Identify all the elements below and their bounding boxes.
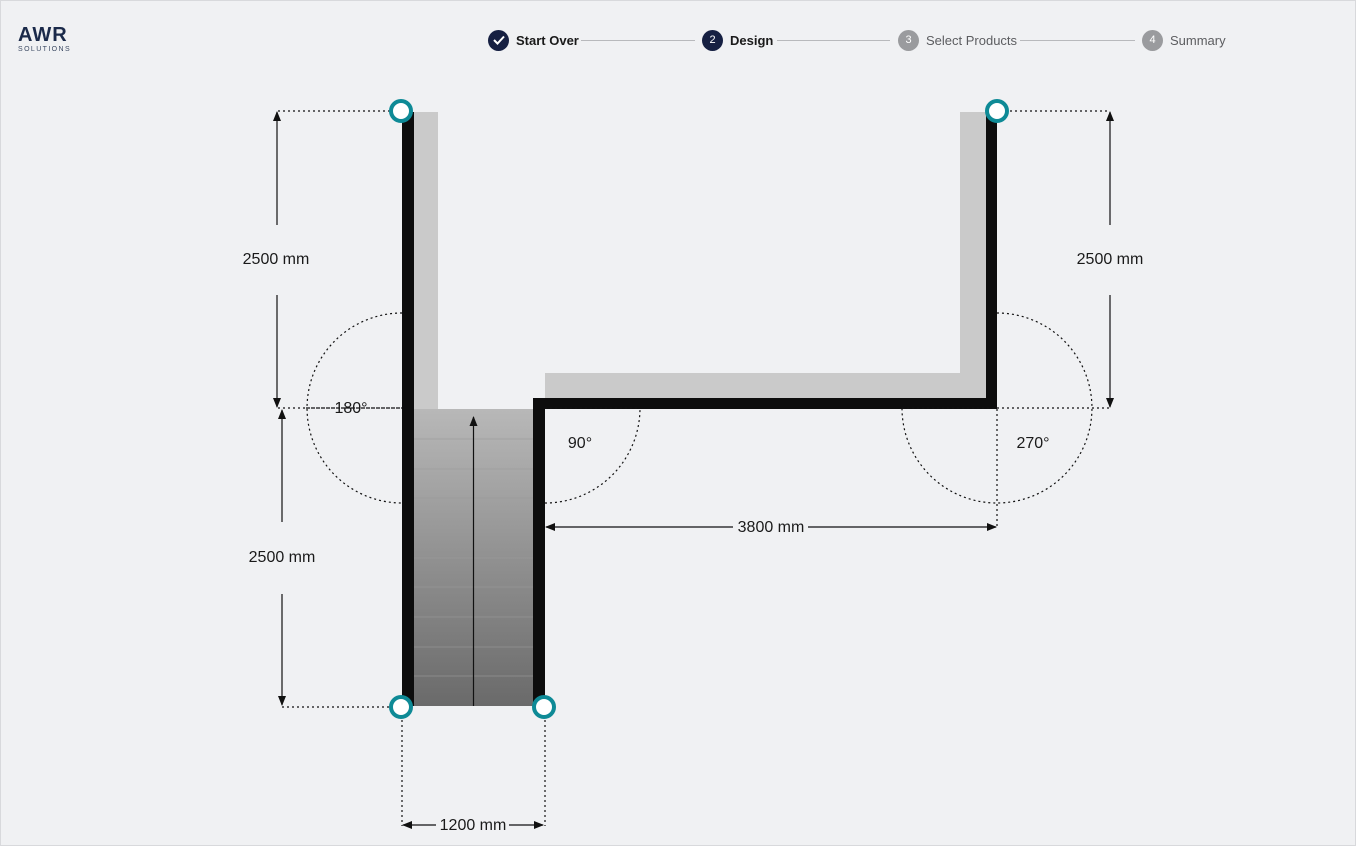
dimension-left-upper[interactable]: 2500 mm [243, 251, 310, 268]
wizard-stepper: Start Over 2 Design 3 Select Products 4 … [0, 0, 1356, 80]
corner-handle-bottom-right[interactable] [532, 695, 556, 719]
dimension-arrows [273, 111, 1114, 829]
step-number: 4 [1142, 29, 1163, 51]
step-start-over[interactable]: Start Over [488, 29, 579, 51]
step-label: Start Over [516, 32, 579, 48]
angle-left[interactable]: 180° [334, 400, 367, 417]
step-label: Select Products [926, 32, 1018, 48]
logo-wordmark: AWR [18, 24, 68, 46]
extension-lines [278, 110, 1110, 826]
corner-handle-bottom-left[interactable] [389, 695, 413, 719]
step-number: 2 [702, 29, 723, 51]
wall-outline[interactable] [402, 112, 997, 706]
corner-handle-top-right[interactable] [985, 99, 1009, 123]
dimension-left-lower[interactable]: 2500 mm [249, 549, 316, 566]
wall-shadow-right [960, 112, 986, 374]
step-number: 3 [898, 29, 919, 51]
awr-logo[interactable]: AWR SOLUTIONS [18, 24, 78, 54]
logo-subtitle: SOLUTIONS [18, 46, 72, 53]
dimension-right-upper[interactable]: 2500 mm [1077, 251, 1144, 268]
stepper-connector [777, 40, 890, 41]
stepper-connector [1020, 40, 1135, 41]
wall-shadow-middle [545, 373, 986, 398]
step-label: Summary [1170, 32, 1226, 48]
step-select-products[interactable]: 3 Select Products [898, 29, 1017, 51]
stepper-connector [581, 40, 695, 41]
step-design[interactable]: 2 Design [702, 29, 773, 51]
dimension-bottom-width[interactable]: 1200 mm [440, 817, 507, 834]
stair-flight[interactable] [414, 409, 533, 706]
dimension-middle-span[interactable]: 3800 mm [738, 519, 805, 536]
wall-shadow-left [414, 112, 438, 409]
corner-handle-top-left[interactable] [389, 99, 413, 123]
step-label: Design [730, 32, 774, 48]
step-summary[interactable]: 4 Summary [1142, 29, 1226, 51]
checkmark-icon [488, 29, 509, 51]
angle-right[interactable]: 270° [1016, 435, 1049, 452]
angle-middle[interactable]: 90° [568, 435, 592, 452]
